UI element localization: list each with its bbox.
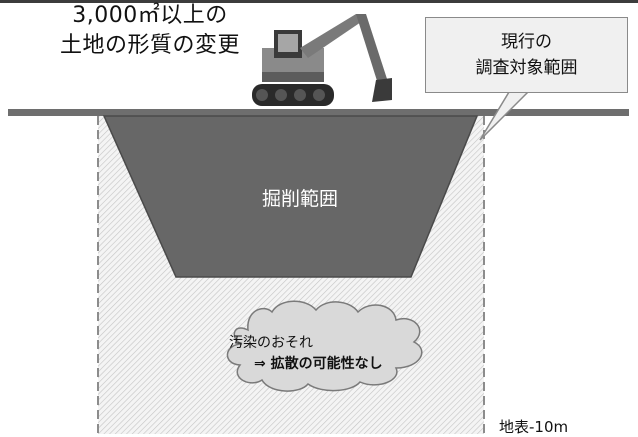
cloud-text-line1: 汚染のおそれ <box>229 335 313 351</box>
excavation-area <box>102 115 479 278</box>
callout-line2: 調査対象範囲 <box>475 58 578 78</box>
callout-line1: 現行の <box>501 32 552 52</box>
depth-label: 地表-10m <box>499 418 569 436</box>
condition-title-line1: 3,000㎡以上の <box>72 3 228 28</box>
excavator-icon <box>252 14 392 106</box>
cloud-text-line2: ⇒ 拡散の可能性なし <box>254 356 383 372</box>
ground-surface <box>8 109 629 116</box>
excavation-label: 掘削範囲 <box>261 188 338 210</box>
cloud-shape <box>226 300 423 392</box>
clipped-top-text <box>0 0 638 3</box>
callout-box: 現行の 調査対象範囲 <box>425 17 628 93</box>
condition-title-line2: 土地の形質の変更 <box>59 33 240 58</box>
